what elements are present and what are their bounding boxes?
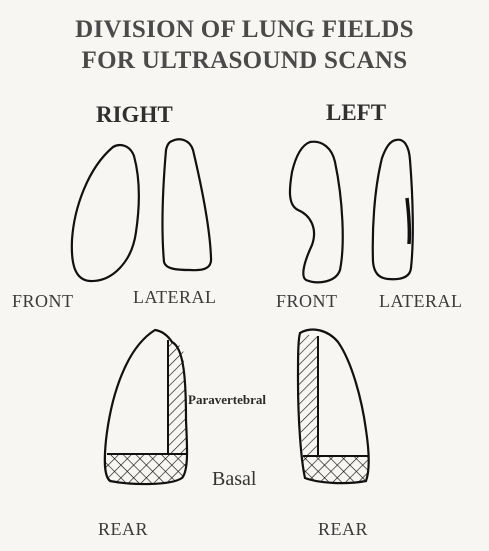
left-rear-paravertebral-zone <box>299 334 318 456</box>
right-front-label: FRONT <box>12 291 74 312</box>
right-rear-paravertebral-zone <box>168 340 187 454</box>
right-lateral-lung-outline <box>163 139 212 270</box>
right-rear-lung <box>105 330 187 484</box>
left-rear-basal-zone <box>303 456 369 483</box>
left-front-lung-outline <box>290 142 343 283</box>
left-lateral-label: LATERAL <box>379 291 463 312</box>
right-rear-label: REAR <box>98 519 148 540</box>
left-front-label: FRONT <box>276 291 338 312</box>
left-rear-label: REAR <box>318 519 368 540</box>
left-rear-lung <box>298 330 369 484</box>
right-rear-basal-zone <box>106 454 188 483</box>
paravertebral-label: Paravertebral <box>188 392 266 408</box>
right-lateral-label: LATERAL <box>133 287 217 308</box>
right-front-lung-outline <box>72 145 139 281</box>
basal-label: Basal <box>212 468 256 491</box>
